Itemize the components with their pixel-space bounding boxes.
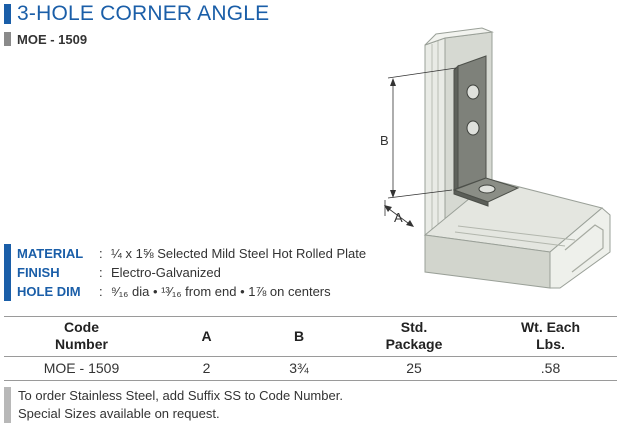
- angle-plate-edge: [453, 64, 459, 191]
- spec-label: FINISH: [17, 265, 60, 280]
- vertical-channel-lip: [431, 41, 439, 230]
- header-weight-line2: Lbs.: [536, 336, 565, 352]
- spec-accent-bar: [4, 263, 11, 282]
- dimension-a-arrow-left: [384, 205, 392, 212]
- cell-package: 25: [344, 356, 484, 381]
- spec-accent-bar: [4, 282, 11, 301]
- dimension-b-ext-bottom: [387, 189, 453, 199]
- dimension-b-arrow-bottom: [390, 190, 396, 198]
- vertical-channel-top: [424, 27, 494, 46]
- subtitle-accent-bar: [4, 32, 11, 46]
- spec-value: ⁹⁄₁₆ dia • ¹³⁄₁₆ from end • 1⅞ on center…: [111, 284, 331, 299]
- spec-value: ¼ x 1⅝ Selected Mild Steel Hot Rolled Pl…: [111, 246, 367, 261]
- table-row: MOE - 1509 2 3¾ 25 .58: [4, 356, 617, 381]
- spec-accent-bar: [4, 244, 11, 263]
- header-weight-line1: Wt. Each: [520, 319, 581, 335]
- dimension-b-arrow-top: [390, 78, 396, 86]
- cell-a: 2: [159, 356, 254, 381]
- column-header-b: B: [254, 316, 344, 357]
- plate-hole-bottom: [478, 184, 496, 194]
- corner-angle-illustration: B A: [380, 27, 611, 289]
- channel-end-profile: [564, 224, 604, 273]
- cell-weight: .58: [484, 356, 617, 381]
- header-package-line2: Package: [385, 336, 443, 352]
- horizontal-channel-slot: [454, 225, 576, 247]
- cell-b: 3¾: [254, 356, 344, 381]
- spec-colon: :: [99, 246, 103, 261]
- title-accent-bar: [4, 4, 11, 24]
- column-header-a: A: [159, 316, 254, 357]
- vertical-channel-front: [424, 37, 446, 236]
- plate-hole-middle: [466, 120, 480, 136]
- spec-label: HOLE DIM: [17, 284, 81, 299]
- spec-value: Electro-Galvanized: [111, 265, 221, 280]
- plate-hole-top: [466, 84, 480, 100]
- dimension-a-label: A: [394, 210, 403, 225]
- product-title: 3-HOLE CORNER ANGLE: [17, 2, 270, 25]
- column-header-package: Std.Package: [344, 316, 484, 357]
- spec-row-finish: FINISH : Electro-Galvanized: [4, 263, 366, 282]
- dimension-b-label: B: [380, 133, 389, 148]
- header-code-line2: Number: [55, 336, 108, 352]
- dimension-b-ext-top: [387, 67, 457, 79]
- header-code-line1: Code: [64, 319, 99, 335]
- notes-accent-bar: [4, 387, 11, 423]
- dimension-a-arrow-right: [406, 220, 414, 227]
- header-package-line1: Std.: [400, 319, 428, 335]
- cell-code: MOE - 1509: [4, 356, 159, 381]
- angle-plate-horizontal-edge: [453, 189, 489, 207]
- model-number: MOE - 1509: [17, 31, 88, 47]
- spec-colon: :: [99, 265, 103, 280]
- spec-label: MATERIAL: [17, 246, 84, 261]
- horizontal-channel-end: [549, 207, 611, 289]
- page-title: 3-HOLE CORNER ANGLE: [4, 2, 269, 26]
- specifications: MATERIAL : ¼ x 1⅝ Selected Mild Steel Ho…: [4, 244, 366, 301]
- model-subtitle: MOE - 1509: [4, 31, 87, 47]
- note-line: Special Sizes available on request.: [18, 406, 220, 421]
- note-line: To order Stainless Steel, add Suffix SS …: [18, 388, 343, 403]
- order-notes: To order Stainless Steel, add Suffix SS …: [4, 387, 343, 423]
- notes-text: To order Stainless Steel, add Suffix SS …: [18, 387, 343, 423]
- spec-row-hole-dim: HOLE DIM : ⁹⁄₁₆ dia • ¹³⁄₁₆ from end • 1…: [4, 282, 366, 301]
- spec-row-material: MATERIAL : ¼ x 1⅝ Selected Mild Steel Ho…: [4, 244, 366, 263]
- spec-colon: :: [99, 284, 103, 299]
